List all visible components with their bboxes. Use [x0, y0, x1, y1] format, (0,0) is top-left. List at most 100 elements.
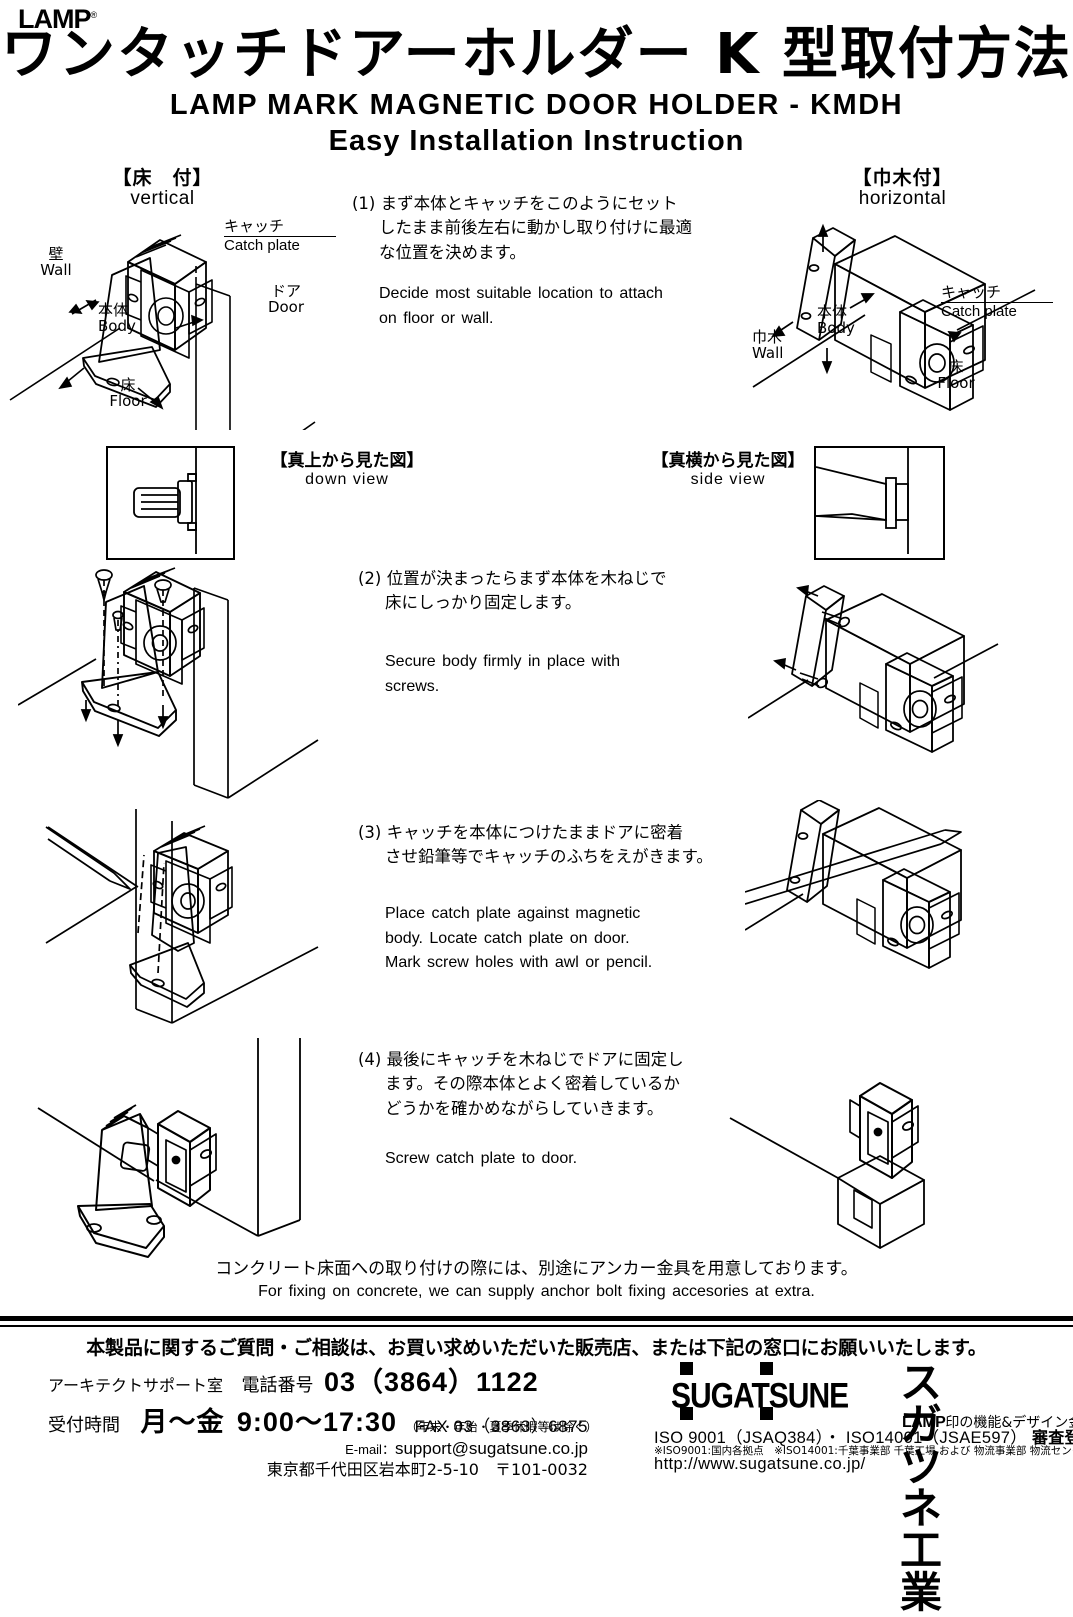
step-3-text: (3) キャッチを本体につけたままドアに密着 させ鉛筆等でキャッチのふちをえがき… — [358, 821, 713, 976]
sugatsune-tagline: LAMP印の機能&デザイン金物メーカー — [902, 1412, 1073, 1432]
step-4-right-illustration — [720, 1038, 1060, 1268]
vertical-label-body: 本体 Body — [98, 302, 136, 335]
footer-headline: 本製品に関するご質問・ご相談は、お買い求めいただいた販売店、または下記の窓口にお… — [86, 1337, 987, 1359]
step-2-en-2: screws. — [385, 677, 440, 695]
contact-hours-label: 受付時間 — [48, 1414, 120, 1436]
step-1-jp-line-1: (1) まず本体とキャッチをこのようにセット — [352, 192, 697, 216]
concrete-note-jp: コンクリート床面への取り付けの際には、別途にアンカー金具を用意しております。 — [215, 1259, 858, 1279]
registered-mark-icon: ® — [90, 10, 98, 20]
vertical-section-heading: 【床 付】 vertical — [55, 168, 270, 209]
contact-hours-time: 9:00～17:30 — [236, 1406, 398, 1437]
sugatsune-mark: SUGATSUNE — [655, 1360, 890, 1420]
step-1-en-2: on floor or wall. — [379, 310, 494, 328]
vertical-label-floor-en: Floor — [109, 391, 147, 410]
step-2-jp-1: 位置が決まったらまず本体を木ねじで — [386, 569, 667, 588]
step-2-jp-2: 床にしっかり固定します。 — [385, 593, 582, 613]
horizontal-heading-jp: 【巾木付】 — [852, 167, 953, 189]
step-4-jp-line-1: (4) 最後にキャッチを木ねじでドアに固定し — [358, 1048, 703, 1072]
contact-hours-days: 月～金 — [140, 1406, 225, 1438]
vertical-label-wall: 壁 Wall — [28, 246, 84, 279]
step-2-en: Secure body firmly in place with screws. — [358, 650, 703, 700]
step-2-text: (2) 位置が決まったらまず本体を木ねじで 床にしっかり固定します。 Secur… — [358, 567, 703, 699]
contact-secondary-block: FAX 03（3863）6875 E-mail：support@sugatsun… — [160, 1416, 588, 1481]
horizontal-installation-illustration — [745, 220, 1073, 420]
down-view-label-jp: 【真上から見た図】 — [270, 451, 424, 471]
iso-certification-line: ISO 9001（JSAQ384）・ ISO14001（JSAE597） 審査登… — [654, 1424, 1073, 1448]
step-2-right-illustration — [748, 578, 1068, 783]
contact-hours-note: （年末・年始・夏季休暇等は除く） — [405, 1419, 598, 1434]
step-4-en: Screw catch plate to door. — [358, 1147, 703, 1172]
side-view-label-en: side view — [690, 470, 766, 488]
contact-block: アーキテクトサポート室 電話番号 03（3864）1122 受付時間 月～金 9… — [48, 1366, 597, 1440]
horizontal-label-wall-jp: 巾木 — [752, 328, 783, 346]
horizontal-label-floor: 床 Floor — [930, 359, 982, 392]
side-view-label-jp: 【真横から見た図】 — [651, 451, 805, 471]
step-4-text: (4) 最後にキャッチを木ねじでドアに固定し ます。その際本体とよく密着している… — [358, 1048, 703, 1172]
iso-certification-suffix: 審査登録 — [1031, 1428, 1073, 1447]
horizontal-heading-en: horizontal — [858, 187, 947, 209]
instruction-sheet: LAMP® ワンタッチドアーホルダー K 型取付方法 LAMP MARK MAG… — [0, 4, 1073, 1614]
step-2-left-illustration — [18, 560, 348, 810]
step-4-jp-2: ます。その際本体とよく密着しているか — [385, 1074, 680, 1094]
step-4-jp-1: 最後にキャッチを木ねじでドアに固定し — [386, 1050, 684, 1069]
horizontal-label-body: 本体 Body — [817, 303, 855, 337]
step-1-jp-3: な位置を決めます。 — [379, 242, 526, 262]
contact-tel-label: 電話番号 — [241, 1375, 314, 1396]
vertical-label-door-en: Door — [267, 297, 305, 316]
logo-square-bottom-right — [760, 1407, 773, 1420]
vertical-label-door-jp: ドア — [270, 282, 301, 300]
horizontal-label-wall: 巾木 Wall — [752, 328, 784, 362]
horizontal-catch-underline — [941, 301, 1053, 303]
step-2-jp-line-1: (2) 位置が決まったらまず本体を木ねじで — [358, 567, 703, 591]
step-2-number: (2) — [358, 569, 382, 588]
horizontal-label-floor-en: Floor — [937, 373, 975, 392]
vertical-label-floor-jp: 床 — [120, 376, 136, 394]
contact-address: 東京都千代田区岩本町2-5-10 〒101-0032 — [266, 1460, 588, 1480]
contact-fax: FAX 03（3863）6875 — [414, 1417, 588, 1436]
vertical-label-catch-jp: キャッチ — [224, 217, 285, 235]
down-view-label-en: down view — [305, 470, 389, 488]
horizontal-label-wall-en: Wall — [752, 343, 784, 362]
down-view-figure — [106, 446, 235, 560]
down-view-label: 【真上から見た図】 down view — [247, 452, 447, 488]
step-3-number: (3) — [358, 823, 382, 842]
step-3-right-illustration — [745, 800, 1070, 1015]
iso-scope-note: ※ISO9001:国内各拠点 ※ISO14001:千葉事業部 千葉工場 および … — [654, 1445, 1073, 1457]
sugatsune-tagline-text: 印の機能&デザイン金物メーカー — [945, 1415, 1073, 1431]
contact-email[interactable]: support@sugatsune.co.jp — [394, 1439, 588, 1459]
step-1-number: (1) — [352, 194, 376, 213]
vertical-heading-en: vertical — [130, 187, 195, 209]
step-3-jp-line-1: (3) キャッチを本体につけたままドアに密着 — [358, 821, 710, 845]
logo-square-top-right — [760, 1362, 773, 1375]
lamp-brand-text: LAMP — [18, 4, 91, 34]
step-4-en-1: Screw catch plate to door. — [385, 1150, 578, 1168]
side-view-figure — [814, 446, 945, 560]
contact-email-row: E-mail：support@sugatsune.co.jp — [160, 1438, 588, 1460]
horizontal-label-body-jp: 本体 — [817, 303, 848, 321]
footer-second-rule — [0, 1325, 1073, 1327]
horizontal-label-catch-jp: キャッチ — [941, 283, 1002, 301]
contact-tel-number[interactable]: 03（3864）1122 — [323, 1367, 539, 1397]
page-title-japanese: ワンタッチドアーホルダー K 型取付方法 — [0, 22, 1073, 87]
vertical-label-catch: キャッチ Catch plate — [224, 217, 336, 254]
horizontal-section-heading: 【巾木付】 horizontal — [795, 168, 1010, 209]
step-4-left-illustration — [18, 1038, 358, 1268]
step-3-en-3: Mark screw holes with awl or pencil. — [385, 954, 653, 972]
vertical-label-floor: 床 Floor — [98, 376, 158, 410]
step-1-en-1: Decide most suitable location to attach — [379, 285, 663, 303]
step-3-jp-1: キャッチを本体につけたままドアに密着 — [386, 823, 684, 842]
concrete-note-en: For fixing on concrete, we can supply an… — [258, 1282, 815, 1300]
sugatsune-company-jp: スガツネ工業 — [900, 1358, 944, 1617]
step-4-jp-3: どうかを確かめながらしていきます。 — [385, 1098, 664, 1118]
iso-certification-text: ISO 9001（JSAQ384）・ ISO14001（JSAE597） — [654, 1429, 1028, 1447]
vertical-label-door: ドア Door — [255, 282, 317, 316]
catch-label-underline — [224, 235, 336, 237]
logo-square-top-left — [680, 1362, 693, 1375]
contact-dept: アーキテクトサポート室 — [48, 1376, 224, 1395]
sugatsune-logo-block: SUGATSUNE スガツネ工業 LAMP印の機能&デザイン金物メーカー — [655, 1360, 1073, 1614]
step-3-left-illustration — [18, 805, 348, 1035]
company-website-url[interactable]: http://www.sugatsune.co.jp/ — [654, 1455, 866, 1473]
vertical-label-wall-en: Wall — [40, 260, 72, 279]
step-1-jp-1: まず本体とキャッチをこのようにセット — [380, 194, 678, 213]
step-1-text: (1) まず本体とキャッチをこのようにセット したまま前後左右に動かし取り付けに… — [352, 192, 697, 332]
